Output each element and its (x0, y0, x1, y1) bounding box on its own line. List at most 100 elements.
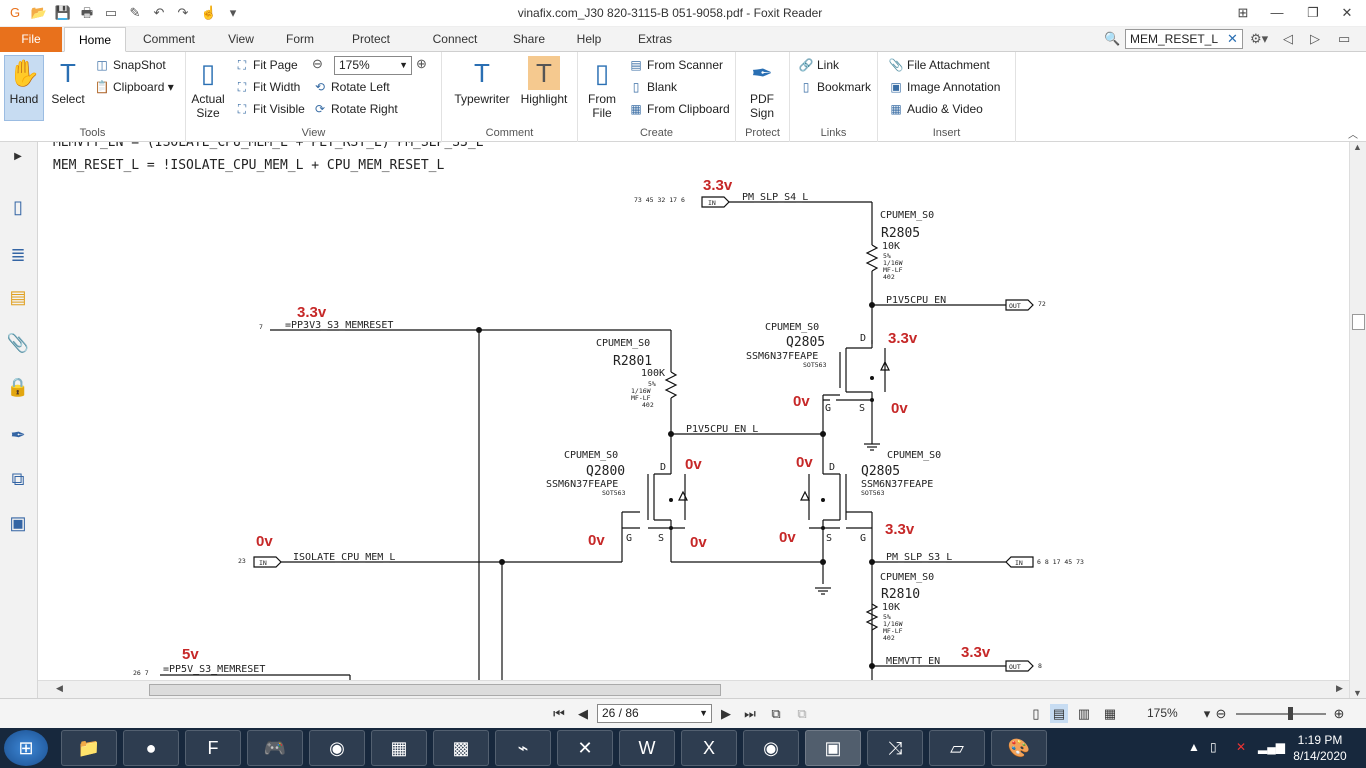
search-settings-icon[interactable]: ⚙▾ (1250, 31, 1269, 46)
minimize-button[interactable]: — (1270, 5, 1284, 20)
security-lock-icon[interactable]: 🔒 (6, 377, 30, 397)
previous-view-icon[interactable]: ⧉ (771, 706, 781, 721)
last-page-icon[interactable]: ⏭ (744, 706, 756, 721)
audio-video-button[interactable]: ▦Audio & Video (888, 99, 983, 119)
foxit-green-icon[interactable]: F (185, 730, 241, 766)
comments-icon[interactable]: ▤ (9, 287, 27, 307)
fit-visible-button[interactable]: ⛶Fit Visible (234, 99, 305, 119)
zoom-slider[interactable] (1236, 713, 1326, 715)
paint-icon[interactable]: 🎨 (991, 730, 1047, 766)
bookmark-button[interactable]: ▯Bookmark (798, 77, 871, 97)
file-explorer-icon[interactable]: 📁 (61, 730, 117, 766)
tab-connect[interactable]: Connect (432, 32, 478, 46)
zoom-slider-knob[interactable] (1288, 707, 1293, 720)
attachments-icon[interactable]: 📎 (6, 333, 30, 353)
fit-page-button[interactable]: ⛶Fit Page (234, 55, 298, 75)
next-view-icon[interactable]: ⧉ (797, 706, 807, 721)
facing-page-icon[interactable]: ▥ (1077, 706, 1091, 721)
chrome-icon[interactable]: ◉ (309, 730, 365, 766)
zoom-select[interactable]: 175%▼ (334, 56, 412, 75)
signal-icon[interactable]: ▂▄▆ (1258, 740, 1285, 754)
scroll-left-icon[interactable]: ◀ (56, 683, 63, 693)
first-page-icon[interactable]: ⏮ (553, 706, 565, 721)
game-controller-icon[interactable]: 🎮 (247, 730, 303, 766)
redo-icon[interactable]: ↷ (177, 5, 189, 20)
open-icon[interactable]: 📂 (30, 5, 48, 20)
horizontal-scrollbar[interactable]: ◀ ▶ (38, 680, 1349, 698)
xnview-icon[interactable]: ✕ (557, 730, 613, 766)
tab-form[interactable]: Form (286, 32, 314, 46)
blank-button[interactable]: ▯Blank (628, 77, 677, 97)
image-annotation-button[interactable]: ▣Image Annotation (888, 77, 1000, 97)
layers-icon[interactable]: ≣ (10, 245, 26, 265)
zoom-in-icon[interactable]: ⊕ (416, 56, 427, 71)
customize-icon[interactable]: ▾ (229, 5, 237, 20)
next-page-icon[interactable]: ▶ (721, 706, 731, 721)
tab-view[interactable]: View (228, 32, 254, 46)
from-scanner-button[interactable]: ▤From Scanner (628, 55, 723, 75)
print-icon[interactable]: 🖶 (80, 5, 94, 20)
tab-help[interactable]: Help (576, 32, 602, 46)
hand-button[interactable]: ✋Hand (4, 55, 44, 121)
file-attachment-button[interactable]: 📎File Attachment (888, 55, 990, 75)
properties-icon[interactable]: ▭ (104, 5, 118, 20)
page-number-input[interactable]: 26 / 86▼ (597, 704, 712, 723)
undo-icon[interactable]: ↶ (153, 5, 165, 20)
scroll-right-icon[interactable]: ▶ (1336, 683, 1343, 693)
continuous-facing-icon[interactable]: ▦ (1103, 706, 1117, 721)
file-tab[interactable]: File (0, 27, 62, 52)
zoom-in-status-icon[interactable]: ⊕ (1333, 706, 1345, 721)
new-icon[interactable]: ✎ (129, 5, 141, 20)
zoom-out-status-icon[interactable]: ⊖ (1215, 706, 1227, 721)
signature-icon[interactable]: ✒ (10, 425, 26, 445)
link-button[interactable]: 🔗Link (798, 55, 840, 75)
scroll-up-icon[interactable]: ▲ (1353, 142, 1362, 152)
chip-tool-icon[interactable]: ▦ (371, 730, 427, 766)
layout-icon[interactable]: ⊞ (1237, 5, 1249, 20)
search-prev-icon[interactable]: ◁ (1283, 31, 1293, 46)
clipboard-button[interactable]: 📋Clipboard ▾ (94, 77, 174, 97)
device-icon[interactable]: ▯ (1210, 740, 1217, 754)
tray-expand-icon[interactable]: ▲ (1188, 740, 1200, 754)
start-button[interactable]: ⊞ (4, 730, 48, 766)
word-icon[interactable]: W (619, 730, 675, 766)
content-icon[interactable]: ⧉ (11, 469, 25, 489)
from-clipboard-button[interactable]: ▦From Clipboard (628, 99, 729, 119)
tab-share[interactable]: Share (512, 32, 546, 46)
foxit-logo-icon[interactable]: G (9, 5, 21, 20)
tab-protect[interactable]: Protect (351, 32, 390, 46)
single-page-icon[interactable]: ▯ (1032, 706, 1040, 721)
snapshot-button[interactable]: ◫SnapShot (94, 55, 165, 75)
tab-home[interactable]: Home (64, 27, 126, 52)
tab-comment[interactable]: Comment (142, 32, 195, 46)
prev-page-icon[interactable]: ◀ (578, 706, 588, 721)
collapse-ribbon-icon[interactable]: ︿ (1348, 130, 1358, 141)
certificate-icon[interactable]: ▣ (9, 513, 27, 533)
excel-icon[interactable]: X (681, 730, 737, 766)
search-options-icon[interactable]: ▭ (1338, 31, 1351, 46)
search-icon[interactable]: 🔍 (1104, 31, 1121, 46)
zoom-out-icon[interactable]: ⊖ (312, 56, 323, 71)
zoom-dropdown-icon[interactable]: ▾ (1203, 706, 1211, 721)
expand-arrow-icon[interactable]: ▶ (14, 151, 22, 162)
notes-icon[interactable]: ▱ (929, 730, 985, 766)
tab-extras[interactable]: Extras (637, 32, 672, 46)
network-x-icon[interactable]: ✕ (1236, 740, 1247, 754)
search-next-icon[interactable]: ▷ (1310, 31, 1320, 46)
foxit-reader-icon[interactable]: ▣ (805, 730, 861, 766)
close-button[interactable]: ✕ (1341, 5, 1353, 20)
search-input[interactable]: MEM_RESET_L (1125, 29, 1243, 49)
vertical-scrollbar[interactable]: ▲ ▼ (1349, 142, 1366, 704)
continuous-page-icon[interactable]: ▤ (1050, 704, 1068, 723)
chip-tool-2-icon[interactable]: ▩ (433, 730, 489, 766)
restore-button[interactable]: ❐ (1307, 5, 1319, 20)
clear-search-icon[interactable]: ✕ (1227, 31, 1238, 46)
horizontal-scroll-thumb[interactable] (149, 684, 721, 696)
